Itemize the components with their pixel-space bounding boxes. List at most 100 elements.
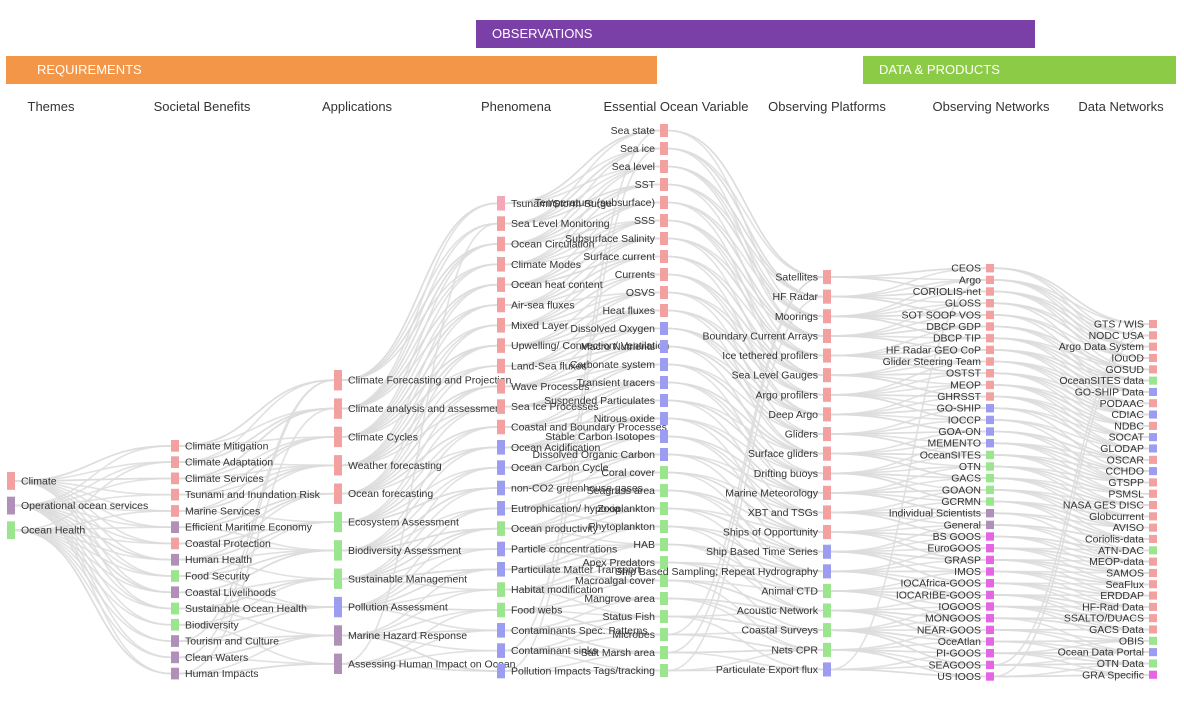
eov-node-bar[interactable] (660, 142, 668, 155)
platform-node-bar[interactable] (823, 466, 831, 481)
eov-node-bar[interactable] (660, 322, 668, 335)
network-node-bar[interactable] (986, 579, 994, 588)
phenomenon-node-bar[interactable] (497, 318, 505, 333)
phenomenon-node-bar[interactable] (497, 236, 505, 252)
phenomenon-node-bar[interactable] (497, 582, 505, 597)
platform-node-bar[interactable] (823, 270, 831, 285)
network-node-bar[interactable] (986, 637, 994, 646)
phenomenon-node-bar[interactable] (497, 541, 505, 557)
eov-node-bar[interactable] (660, 538, 668, 551)
platform-node-bar[interactable] (823, 505, 831, 520)
platform-node-bar[interactable] (823, 485, 831, 500)
benefit-node-bar[interactable] (171, 472, 179, 485)
phenomenon-node-bar[interactable] (497, 501, 505, 516)
platform-node-bar[interactable] (823, 427, 831, 442)
network-node-bar[interactable] (986, 474, 994, 483)
network-node-bar[interactable] (986, 485, 994, 495)
network-node-bar[interactable] (986, 310, 994, 320)
application-node-bar[interactable] (334, 370, 342, 391)
phenomenon-node-bar[interactable] (497, 399, 505, 414)
phenomenon-node-bar[interactable] (497, 297, 505, 313)
eov-node-bar[interactable] (660, 520, 668, 533)
network-node-bar[interactable] (986, 404, 994, 413)
eov-node-bar[interactable] (660, 268, 668, 281)
network-node-bar[interactable] (986, 439, 994, 448)
datanet-node-bar[interactable] (1149, 534, 1157, 543)
network-node-bar[interactable] (986, 369, 994, 378)
platform-node-bar[interactable] (823, 564, 831, 579)
benefit-node-bar[interactable] (171, 553, 179, 566)
phenomenon-node-bar[interactable] (497, 338, 505, 353)
application-node-bar[interactable] (334, 483, 342, 504)
eov-node-bar[interactable] (660, 664, 668, 677)
benefit-node-bar[interactable] (171, 618, 179, 631)
eov-node-bar[interactable] (660, 466, 668, 479)
theme-node-bar[interactable] (7, 521, 15, 540)
eov-node-bar[interactable] (660, 214, 668, 227)
network-node-bar[interactable] (986, 509, 994, 518)
phenomenon-node-bar[interactable] (497, 480, 505, 496)
platform-node-bar[interactable] (823, 328, 831, 343)
datanet-node-bar[interactable] (1149, 489, 1157, 498)
application-node-bar[interactable] (334, 625, 342, 646)
datanet-node-bar[interactable] (1149, 387, 1157, 396)
eov-node-bar[interactable] (660, 484, 668, 497)
network-node-bar[interactable] (986, 660, 994, 670)
datanet-node-bar[interactable] (1149, 648, 1157, 657)
platform-node-bar[interactable] (823, 525, 831, 540)
datanet-node-bar[interactable] (1149, 557, 1157, 566)
application-node-bar[interactable] (334, 398, 342, 419)
network-node-bar[interactable] (986, 299, 994, 308)
phenomenon-node-bar[interactable] (497, 419, 505, 435)
network-node-bar[interactable] (986, 497, 994, 506)
phenomenon-node-bar[interactable] (497, 460, 505, 475)
datanet-node-bar[interactable] (1149, 376, 1157, 385)
datanet-node-bar[interactable] (1149, 478, 1157, 487)
datanet-node-bar[interactable] (1149, 512, 1157, 521)
platform-node-bar[interactable] (823, 603, 831, 618)
datanet-node-bar[interactable] (1149, 546, 1157, 555)
datanet-node-bar[interactable] (1149, 331, 1157, 340)
network-node-bar[interactable] (986, 264, 994, 273)
eov-node-bar[interactable] (660, 430, 668, 443)
eov-node-bar[interactable] (660, 556, 668, 569)
network-node-bar[interactable] (986, 415, 994, 425)
network-node-bar[interactable] (986, 275, 994, 285)
platform-node-bar[interactable] (823, 544, 831, 559)
eov-node-bar[interactable] (660, 376, 668, 389)
network-node-bar[interactable] (986, 590, 994, 600)
eov-node-bar[interactable] (660, 628, 668, 641)
phenomenon-node-bar[interactable] (497, 216, 505, 231)
eov-node-bar[interactable] (660, 610, 668, 623)
network-node-bar[interactable] (986, 672, 994, 681)
eov-node-bar[interactable] (660, 196, 668, 209)
datanet-node-bar[interactable] (1149, 320, 1157, 329)
theme-node-bar[interactable] (7, 472, 15, 490)
phenomenon-node-bar[interactable] (497, 358, 505, 374)
network-node-bar[interactable] (986, 392, 994, 401)
benefit-node-bar[interactable] (171, 440, 179, 452)
network-node-bar[interactable] (986, 450, 994, 460)
benefit-node-bar[interactable] (171, 602, 179, 615)
eov-node-bar[interactable] (660, 340, 668, 353)
application-node-bar[interactable] (334, 568, 342, 589)
phenomenon-node-bar[interactable] (497, 562, 505, 577)
eov-node-bar[interactable] (660, 574, 668, 587)
datanet-node-bar[interactable] (1149, 353, 1157, 362)
theme-node-bar[interactable] (7, 496, 15, 515)
benefit-node-bar[interactable] (171, 635, 179, 647)
application-node-bar[interactable] (334, 596, 342, 618)
network-node-bar[interactable] (986, 380, 994, 390)
datanet-node-bar[interactable] (1149, 433, 1157, 442)
datanet-node-bar[interactable] (1149, 614, 1157, 623)
network-node-bar[interactable] (986, 287, 994, 296)
phenomenon-node-bar[interactable] (497, 602, 505, 618)
platform-node-bar[interactable] (823, 583, 831, 598)
platform-node-bar[interactable] (823, 662, 831, 677)
phenomenon-node-bar[interactable] (497, 277, 505, 292)
phenomenon-node-bar[interactable] (497, 379, 505, 394)
benefit-node-bar[interactable] (171, 537, 179, 550)
eov-node-bar[interactable] (660, 592, 668, 605)
eov-node-bar[interactable] (660, 232, 668, 245)
network-node-bar[interactable] (986, 614, 994, 623)
